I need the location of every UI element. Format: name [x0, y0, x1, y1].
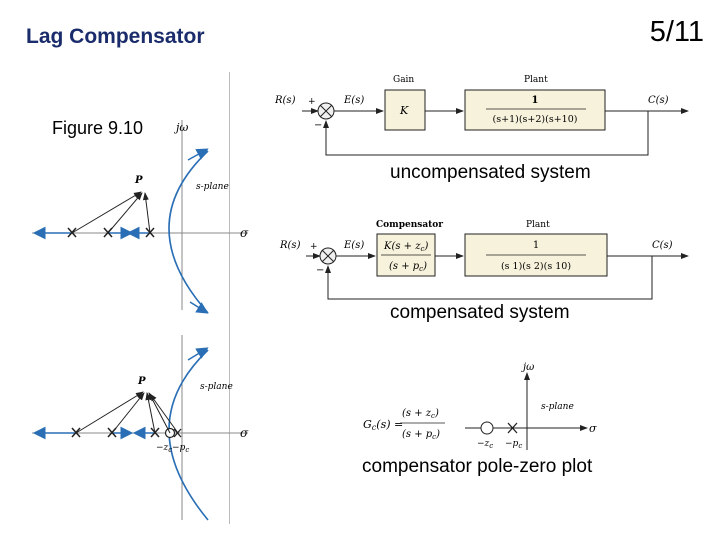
zero-label: −zc	[156, 443, 172, 454]
plant-title: Plant	[524, 75, 548, 85]
point-p-label: P	[137, 376, 146, 387]
compensator-pole-zero-plot: Gc(s) = (s + zc) (s + pc) jω σ s-plane −…	[363, 362, 597, 450]
gain-symbol: K	[399, 104, 409, 117]
gain-title: Gain	[393, 75, 414, 85]
vector-from-pole-2	[111, 392, 145, 434]
vector-from-pole-3	[142, 192, 151, 234]
plant-numerator: 1	[532, 95, 539, 106]
feedback-path	[325, 256, 653, 300]
vector-from-pole-3	[145, 392, 156, 434]
sigma-label: σ	[589, 422, 597, 435]
vector-from-pole-2	[107, 192, 143, 234]
vector-from-zero	[148, 392, 171, 434]
compensator-denominator: (s + pc)	[389, 261, 427, 273]
caption-uncompensated: uncompensated system	[390, 162, 591, 183]
root-locus-uncompensated: jω σ s-plane P	[32, 120, 249, 314]
minus-sign: −	[316, 265, 324, 276]
feedback-path	[323, 111, 649, 156]
plus-sign: +	[310, 242, 318, 252]
jw-label: jω	[173, 121, 188, 134]
pole-label: −pc	[172, 443, 189, 454]
vertical-divider	[229, 72, 230, 524]
zero-label: −zc	[477, 439, 493, 450]
plant-block	[464, 89, 606, 131]
input-label: R(s)	[279, 240, 301, 251]
gain-block	[384, 89, 426, 131]
compensated-block-diagram: R(s) + − E(s) Compensator K(s + zc) (s +…	[279, 220, 689, 300]
sigma-label: σ	[240, 226, 249, 240]
splane-label: s-plane	[196, 182, 229, 192]
gc-denominator: (s + pc)	[402, 429, 440, 441]
uncompensated-block-diagram: R(s) + − E(s) Gain K Plant 1 (s+1)(s+2)(…	[274, 75, 689, 156]
minus-sign: −	[314, 120, 322, 131]
sigma-label: σ	[240, 426, 249, 440]
splane-label: s-plane	[200, 382, 233, 392]
gc-numerator: (s + zc)	[402, 408, 439, 420]
summing-junction-cross	[321, 249, 335, 263]
plant-numerator: 1	[533, 240, 539, 251]
caption-pole-zero: compensator pole-zero plot	[362, 456, 593, 477]
caption-compensated: compensated system	[390, 302, 570, 323]
locus-branch	[168, 150, 209, 314]
point-p-label: P	[134, 175, 143, 186]
locus-branch	[168, 349, 209, 521]
gc-lhs: Gc(s) =	[363, 418, 403, 432]
compensator-numerator: K(s + zc)	[383, 241, 428, 253]
zero-marker	[480, 421, 494, 435]
vector-from-pole-1	[75, 391, 144, 434]
vector-from-comp-pole	[149, 393, 179, 434]
pole-label: −pc	[505, 439, 522, 450]
jw-label: jω	[521, 362, 534, 373]
plant-title: Plant	[526, 220, 550, 230]
page-number: 5/11	[649, 16, 704, 48]
root-locus-compensated: σ s-plane P −zc −pc	[32, 335, 249, 521]
figure-label: Figure 9.10	[52, 118, 144, 138]
pole-marker	[507, 422, 518, 434]
error-label: E(s)	[343, 95, 364, 106]
summing-junction-cross	[319, 104, 333, 118]
slide-title: Lag Compensator	[26, 25, 205, 48]
splane-label: s-plane	[541, 402, 574, 412]
locus-arrow-up	[187, 148, 209, 161]
compensator-title: Compensator	[376, 220, 443, 230]
input-label: R(s)	[274, 95, 296, 106]
plus-sign: +	[308, 97, 316, 107]
plant-denominator: (s+1)(s+2)(s+10)	[493, 114, 578, 125]
locus-arrow-down	[189, 301, 209, 314]
error-label: E(s)	[343, 240, 364, 251]
vector-from-pole-1	[71, 191, 142, 234]
plant-denominator: (s 1)(s 2)(s 10)	[501, 261, 571, 272]
locus-arrow-up	[187, 347, 209, 361]
output-label: C(s)	[648, 95, 669, 106]
output-label: C(s)	[652, 240, 673, 251]
